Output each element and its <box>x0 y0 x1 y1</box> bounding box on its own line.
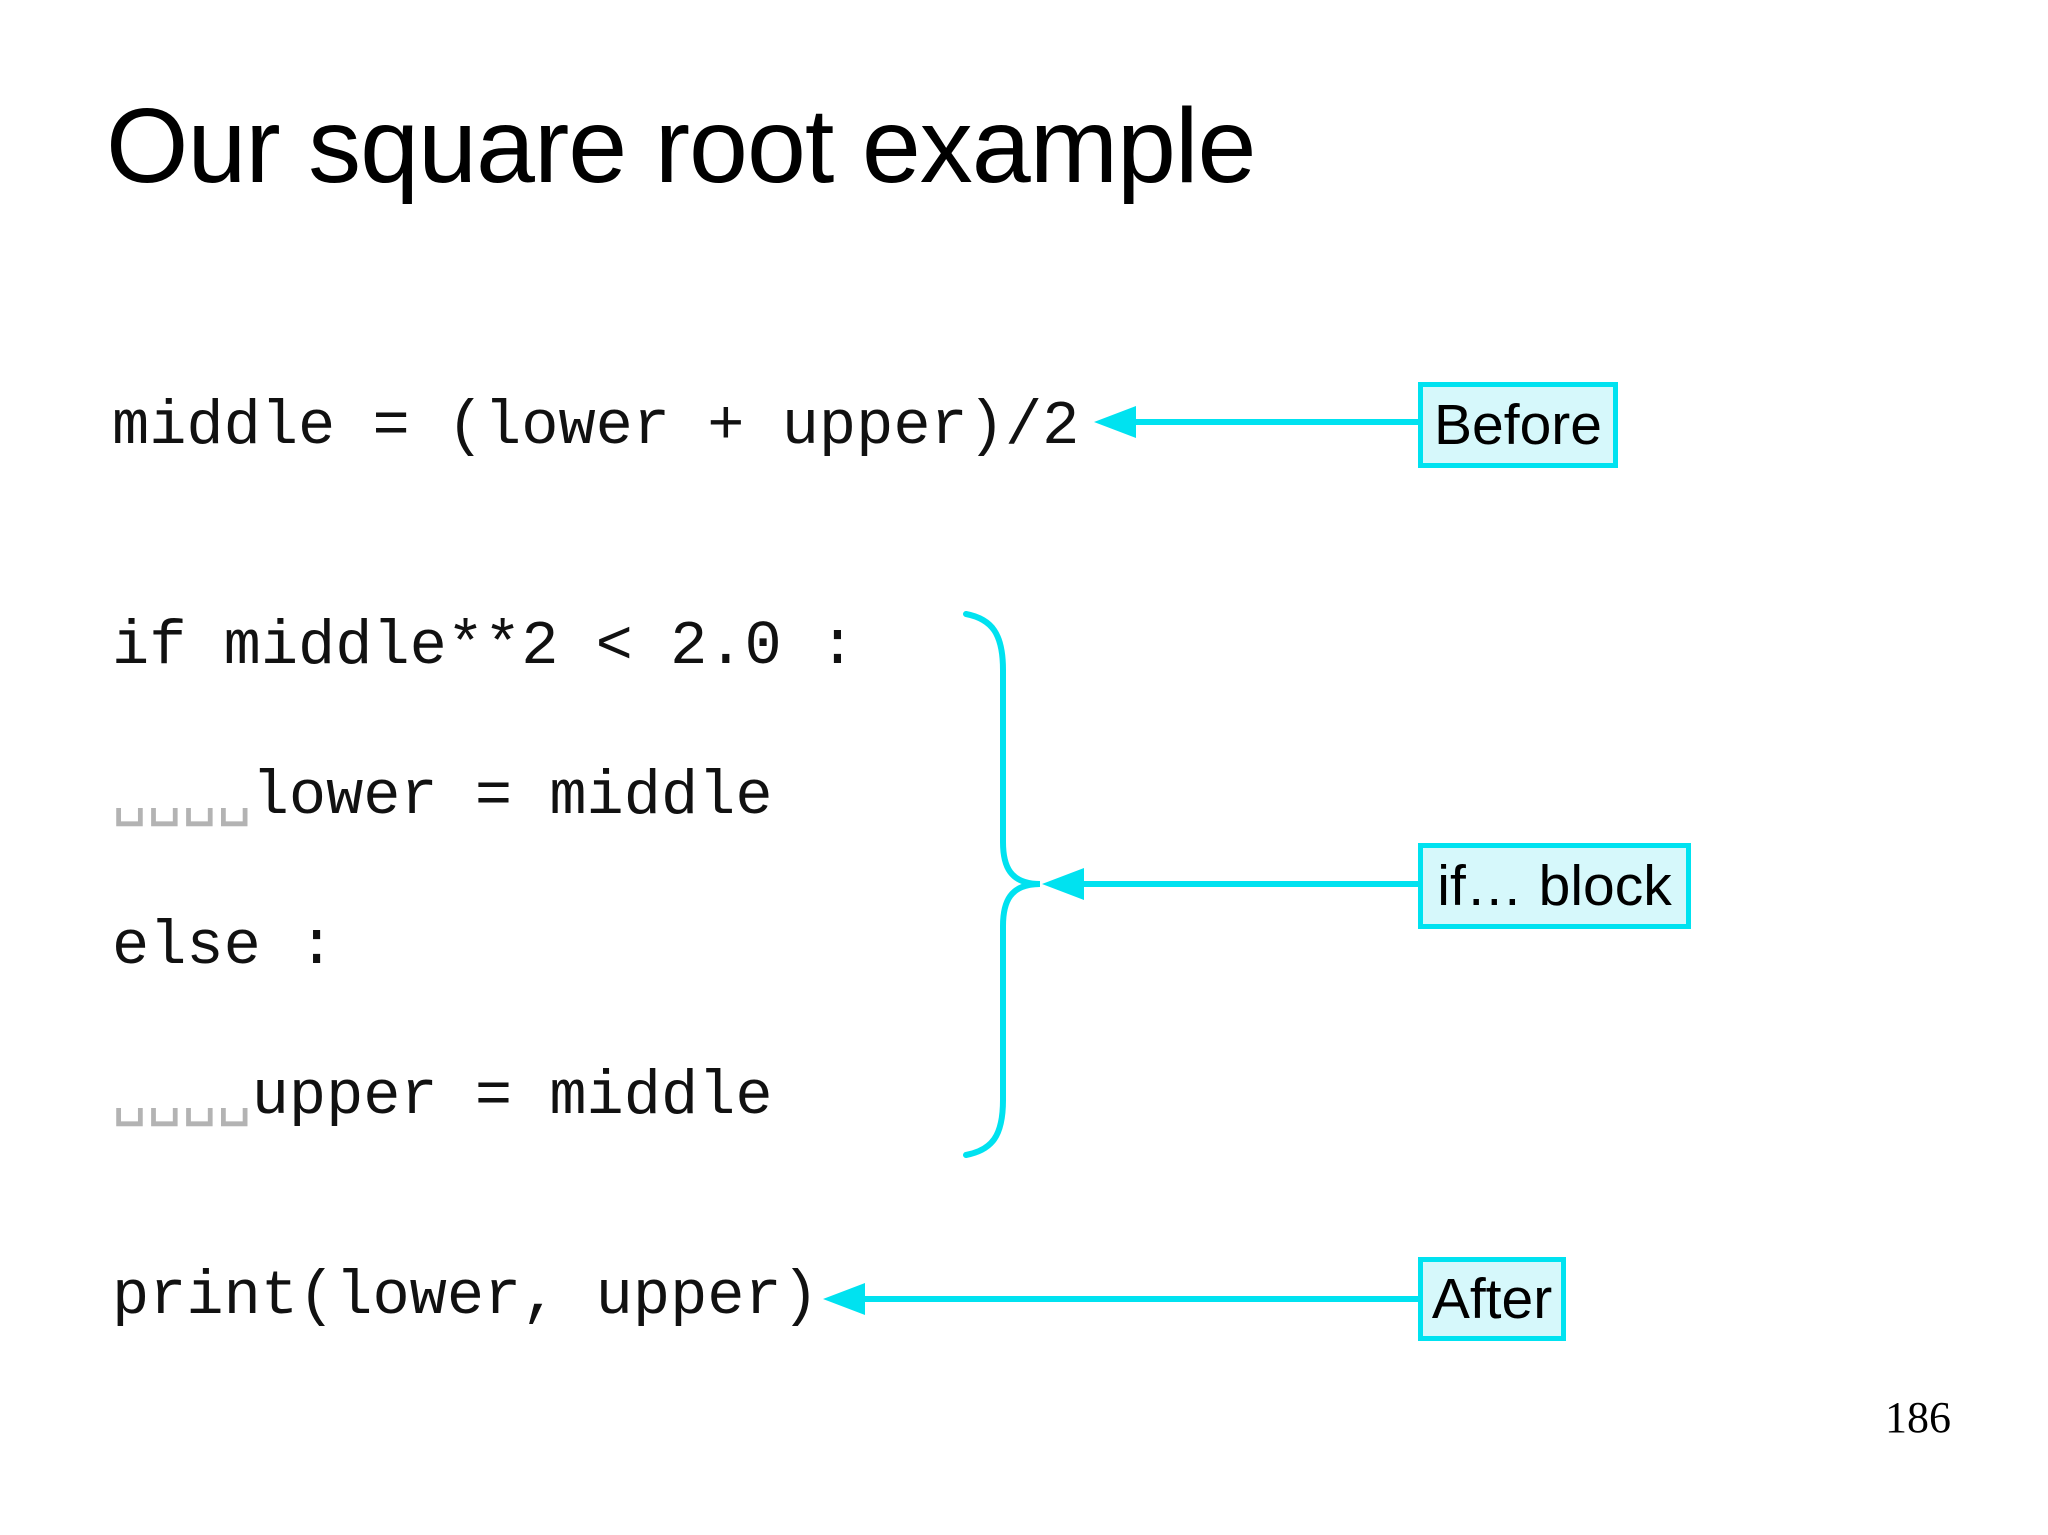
indent-marker-spaces: ␣␣␣␣ <box>112 1059 252 1127</box>
code-text: if middle**2 < 2.0 : <box>112 611 857 682</box>
code-text: lower = middle <box>251 761 773 832</box>
code-text: print(lower, upper) <box>112 1261 819 1332</box>
code-line-middle-assignment: middle = (lower + upper)/2 <box>112 392 1079 458</box>
before-callout-label: Before <box>1434 393 1602 457</box>
before-arrowhead-icon <box>1094 406 1136 438</box>
code-line-else: else : <box>112 912 335 978</box>
after-arrowhead-icon <box>823 1283 865 1315</box>
after-callout: After <box>1418 1257 1566 1341</box>
code-text: else : <box>112 911 336 982</box>
code-line-lower-assignment: ␣␣␣␣lower = middle <box>112 762 773 828</box>
code-line-if-condition: if middle**2 < 2.0 : <box>112 612 856 678</box>
page-title: Our square root example <box>106 87 1256 205</box>
page-number: 186 <box>1885 1393 1951 1442</box>
before-callout: Before <box>1418 382 1618 468</box>
if-block-callout: if… block <box>1418 843 1691 929</box>
indent-marker-spaces: ␣␣␣␣ <box>112 759 252 827</box>
code-text: middle = (lower + upper)/2 <box>112 391 1080 462</box>
code-line-upper-assignment: ␣␣␣␣upper = middle <box>112 1062 773 1128</box>
code-block-brace <box>963 611 1041 1158</box>
code-text: upper = middle <box>251 1061 773 1132</box>
after-callout-label: After <box>1431 1267 1553 1331</box>
if-block-arrowhead-icon <box>1042 868 1084 900</box>
if-block-callout-label: if… block <box>1437 854 1672 918</box>
code-line-print: print(lower, upper) <box>112 1262 819 1328</box>
